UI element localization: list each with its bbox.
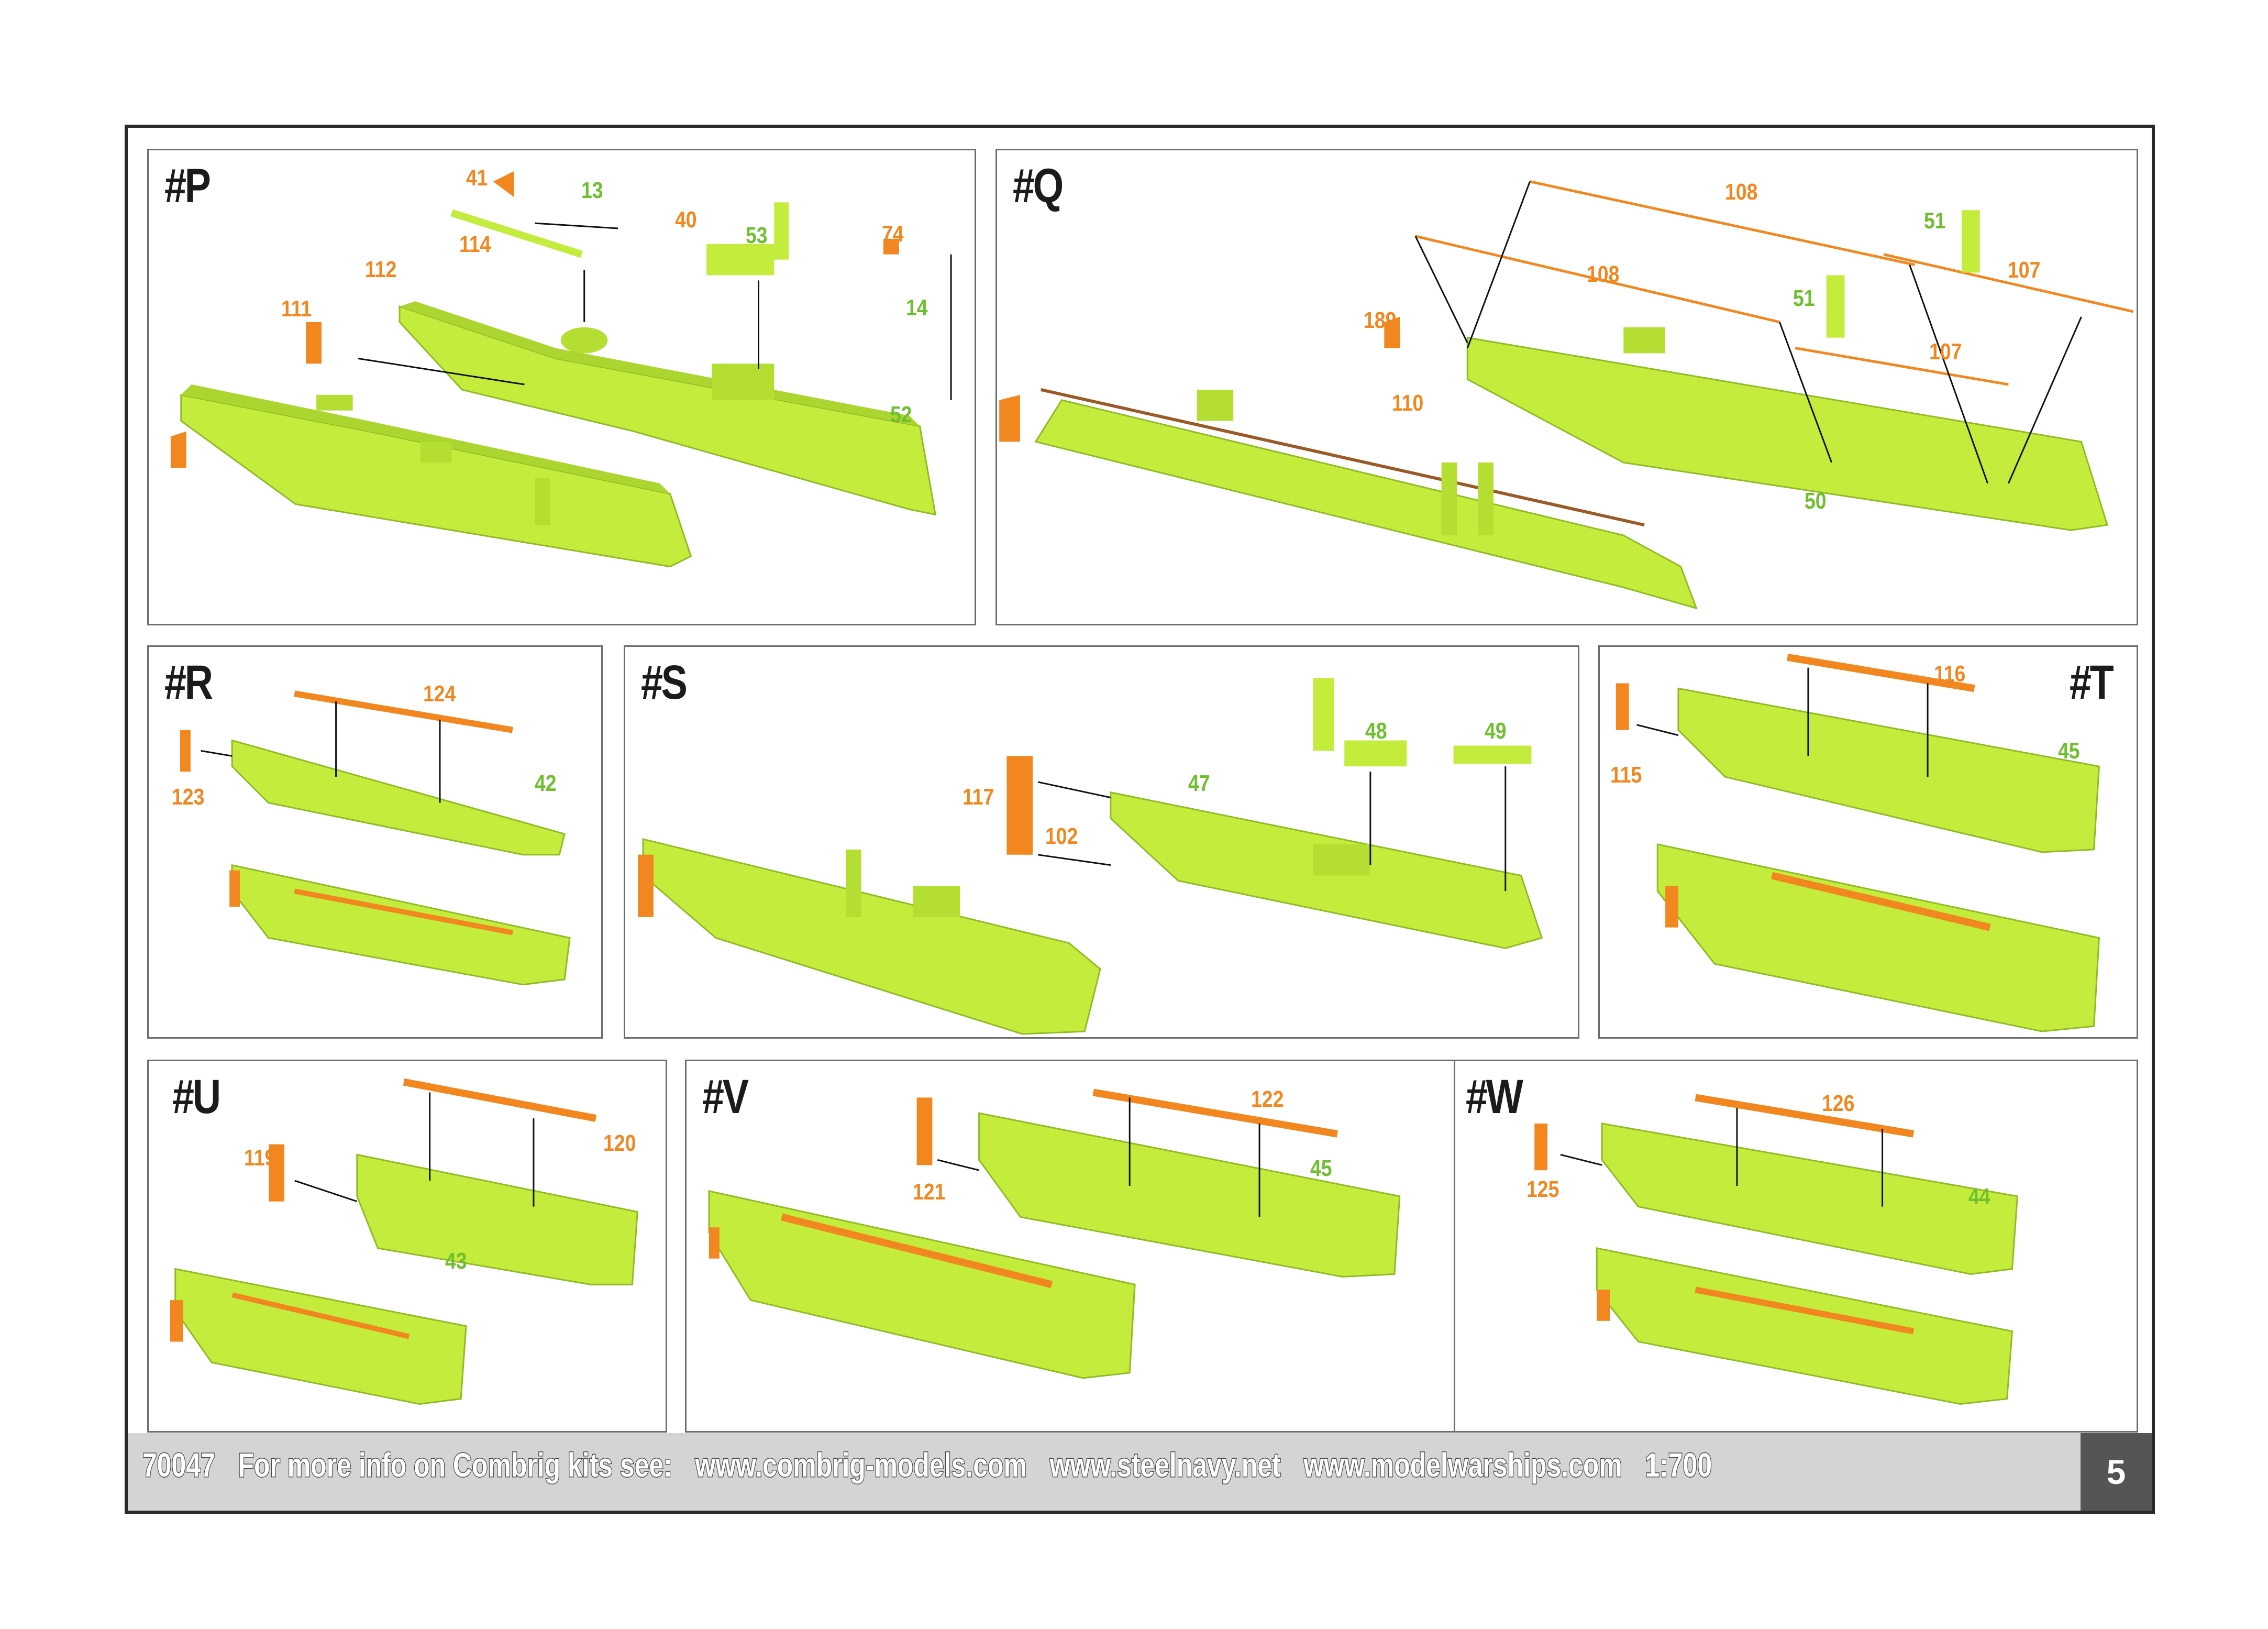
panel-s-illustration (638, 678, 1543, 1035)
instruction-sheet: #P 41 13 40 114 53 74 112 111 14 52 (125, 125, 2155, 1514)
panel-r-illustration (180, 690, 571, 986)
part-label-74: 74 (882, 221, 904, 247)
part-label-53: 53 (746, 223, 768, 248)
part-label-45: 45 (1310, 1155, 1332, 1181)
part-label-52: 52 (890, 402, 912, 427)
part-label-51: 51 (1793, 285, 1815, 311)
panel-p-illustration (170, 171, 952, 568)
part-label-108: 108 (1725, 179, 1758, 205)
site-link-combrig[interactable]: www.combrig-models.com (694, 1446, 1027, 1485)
panel-title: #Q (1013, 159, 1064, 213)
ship-hull-upper (399, 305, 937, 516)
panel-p: #P 41 13 40 114 53 74 112 111 14 52 (147, 149, 976, 625)
part-label-14: 14 (906, 295, 928, 321)
part-label-112: 112 (365, 257, 397, 282)
panel-v: #V 122 45 121 (685, 1060, 1472, 1433)
site-link-modelwarships[interactable]: www.modelwarships.com (1303, 1446, 1623, 1485)
ship-hull-rear (1034, 399, 1698, 610)
panel-q: #Q 108 51 108 107 189 51 107 110 50 (995, 149, 2138, 625)
scale-text: 1:700 (1644, 1446, 1712, 1485)
panel-w-illustration (1534, 1094, 2018, 1405)
panel-r: #R 124 123 42 (147, 645, 603, 1039)
part-label-102: 102 (1045, 823, 1078, 849)
part-label-40: 40 (675, 207, 697, 233)
part-label-41: 41 (466, 165, 488, 191)
part-label-124: 124 (423, 681, 456, 707)
part-label-125: 125 (1526, 1176, 1559, 1202)
panel-u-illustration (170, 1078, 638, 1405)
part-label-107: 107 (2008, 257, 2041, 283)
panel-title: #P (164, 159, 211, 213)
part-label-111: 111 (281, 296, 312, 322)
part-label-44: 44 (1968, 1184, 1990, 1209)
part-label-50: 50 (1805, 488, 1827, 514)
panel-q-illustration (999, 180, 2134, 610)
part-label-47: 47 (1188, 771, 1210, 796)
part-label-117: 117 (962, 784, 994, 810)
panel-t-illustration (1616, 653, 2100, 1032)
part-label-45: 45 (2058, 738, 2080, 764)
panel-v-illustration (708, 1088, 1401, 1379)
panel-w: #W 126 125 44 (1454, 1060, 2138, 1433)
part-label-13: 13 (581, 178, 603, 203)
panel-u: #U 120 119 43 (147, 1060, 667, 1433)
panel-title: #R (164, 656, 213, 709)
part-label-114: 114 (459, 232, 491, 257)
panel-s: #S 48 49 117 47 102 (624, 645, 1579, 1039)
panel-title: #U (172, 1070, 221, 1124)
panel-title: #T (2070, 656, 2114, 709)
part-label-42: 42 (535, 771, 557, 796)
part-label-123: 123 (172, 784, 205, 810)
kit-number: 70047 (142, 1446, 216, 1485)
part-label-116: 116 (1934, 661, 1966, 687)
part-label-119: 119 (244, 1145, 276, 1171)
ship-hull-front (1466, 336, 2109, 531)
part-label-122: 122 (1251, 1086, 1284, 1112)
site-link-steelnavy[interactable]: www.steelnavy.net (1049, 1446, 1281, 1485)
part-label-48: 48 (1365, 718, 1387, 744)
page-number: 5 (2081, 1433, 2152, 1511)
part-label-121: 121 (913, 1179, 946, 1205)
panel-t: #T 116 115 45 (1598, 645, 2138, 1039)
panel-title: #V (702, 1070, 749, 1124)
part-label-43: 43 (445, 1248, 467, 1274)
footer-text: 70047 For more info on Combrig kits see: w… (142, 1446, 1735, 1485)
part-label-51: 51 (1924, 208, 1946, 234)
panel-title: #S (641, 656, 688, 709)
part-label-189: 189 (1364, 307, 1397, 333)
part-label-107: 107 (1929, 339, 1962, 365)
part-label-49: 49 (1485, 718, 1507, 744)
part-label-110: 110 (1392, 390, 1424, 416)
part-label-120: 120 (603, 1130, 636, 1156)
part-label-108: 108 (1587, 261, 1620, 287)
part-label-126: 126 (1822, 1091, 1855, 1116)
part-label-115: 115 (1610, 762, 1642, 788)
panel-title: #W (1466, 1070, 1523, 1124)
info-text: For more info on Combrig kits see: (237, 1446, 673, 1485)
footer-bar: 70047 For more info on Combrig kits see: w… (128, 1433, 2152, 1511)
